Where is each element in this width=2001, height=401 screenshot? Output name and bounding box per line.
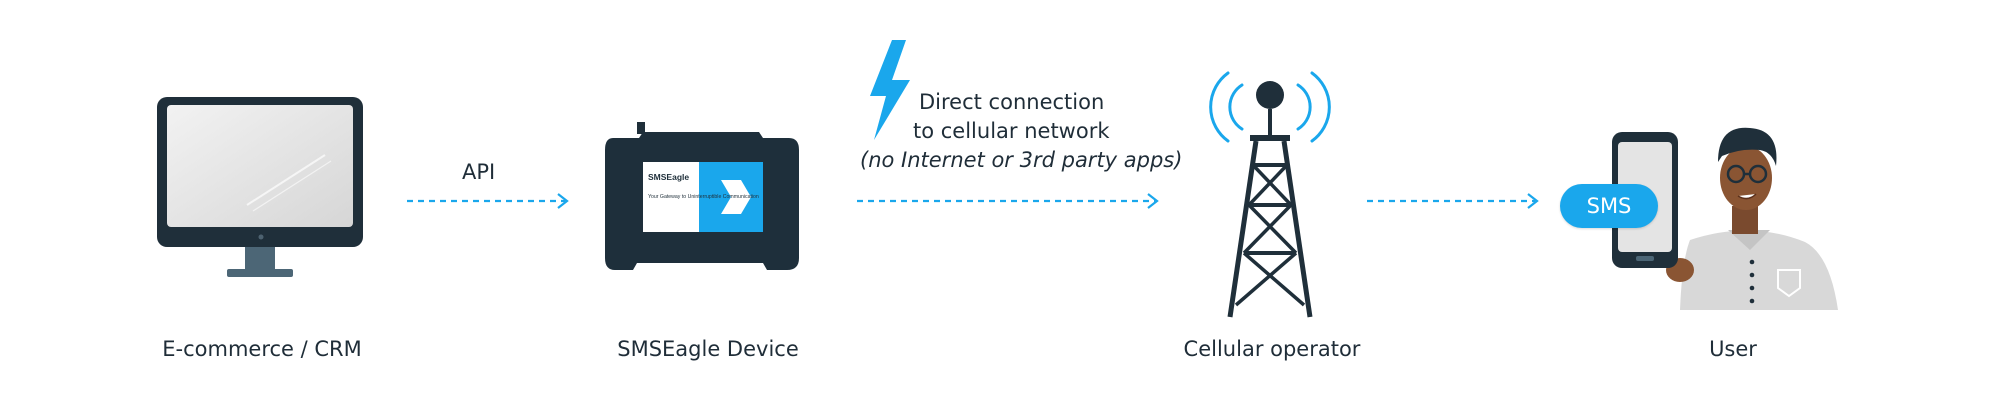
api-label: API [462,160,496,184]
smseagle-device-icon: SMSEagle Your Gateway to Uninterruptible… [605,122,799,270]
device-brand: SMSEagle [648,172,689,182]
device-tagline: Your Gateway to Uninterruptible Communic… [648,194,759,200]
tower-label: Cellular operator [1183,337,1361,361]
direct-connection-text: Direct connection to cellular network (n… [860,88,1182,175]
user-label: User [1709,337,1757,361]
api-arrow [407,193,569,209]
sms-arrow [1367,193,1539,209]
device-label: SMSEagle Device [617,337,799,361]
cell-tower-icon [1209,71,1331,318]
direct-connection-line2: to cellular network [913,119,1110,143]
direct-connection-line1: Direct connection [919,90,1105,114]
user-person-icon [1666,127,1838,310]
sms-bubble: SMS [1560,184,1658,228]
lightning-icon [870,40,910,140]
direct-connection-note: (no Internet or 3rd party apps) [860,148,1183,172]
monitor-icon [157,97,363,277]
direct-arrow [857,193,1159,209]
ecommerce-label: E-commerce / CRM [162,337,362,361]
